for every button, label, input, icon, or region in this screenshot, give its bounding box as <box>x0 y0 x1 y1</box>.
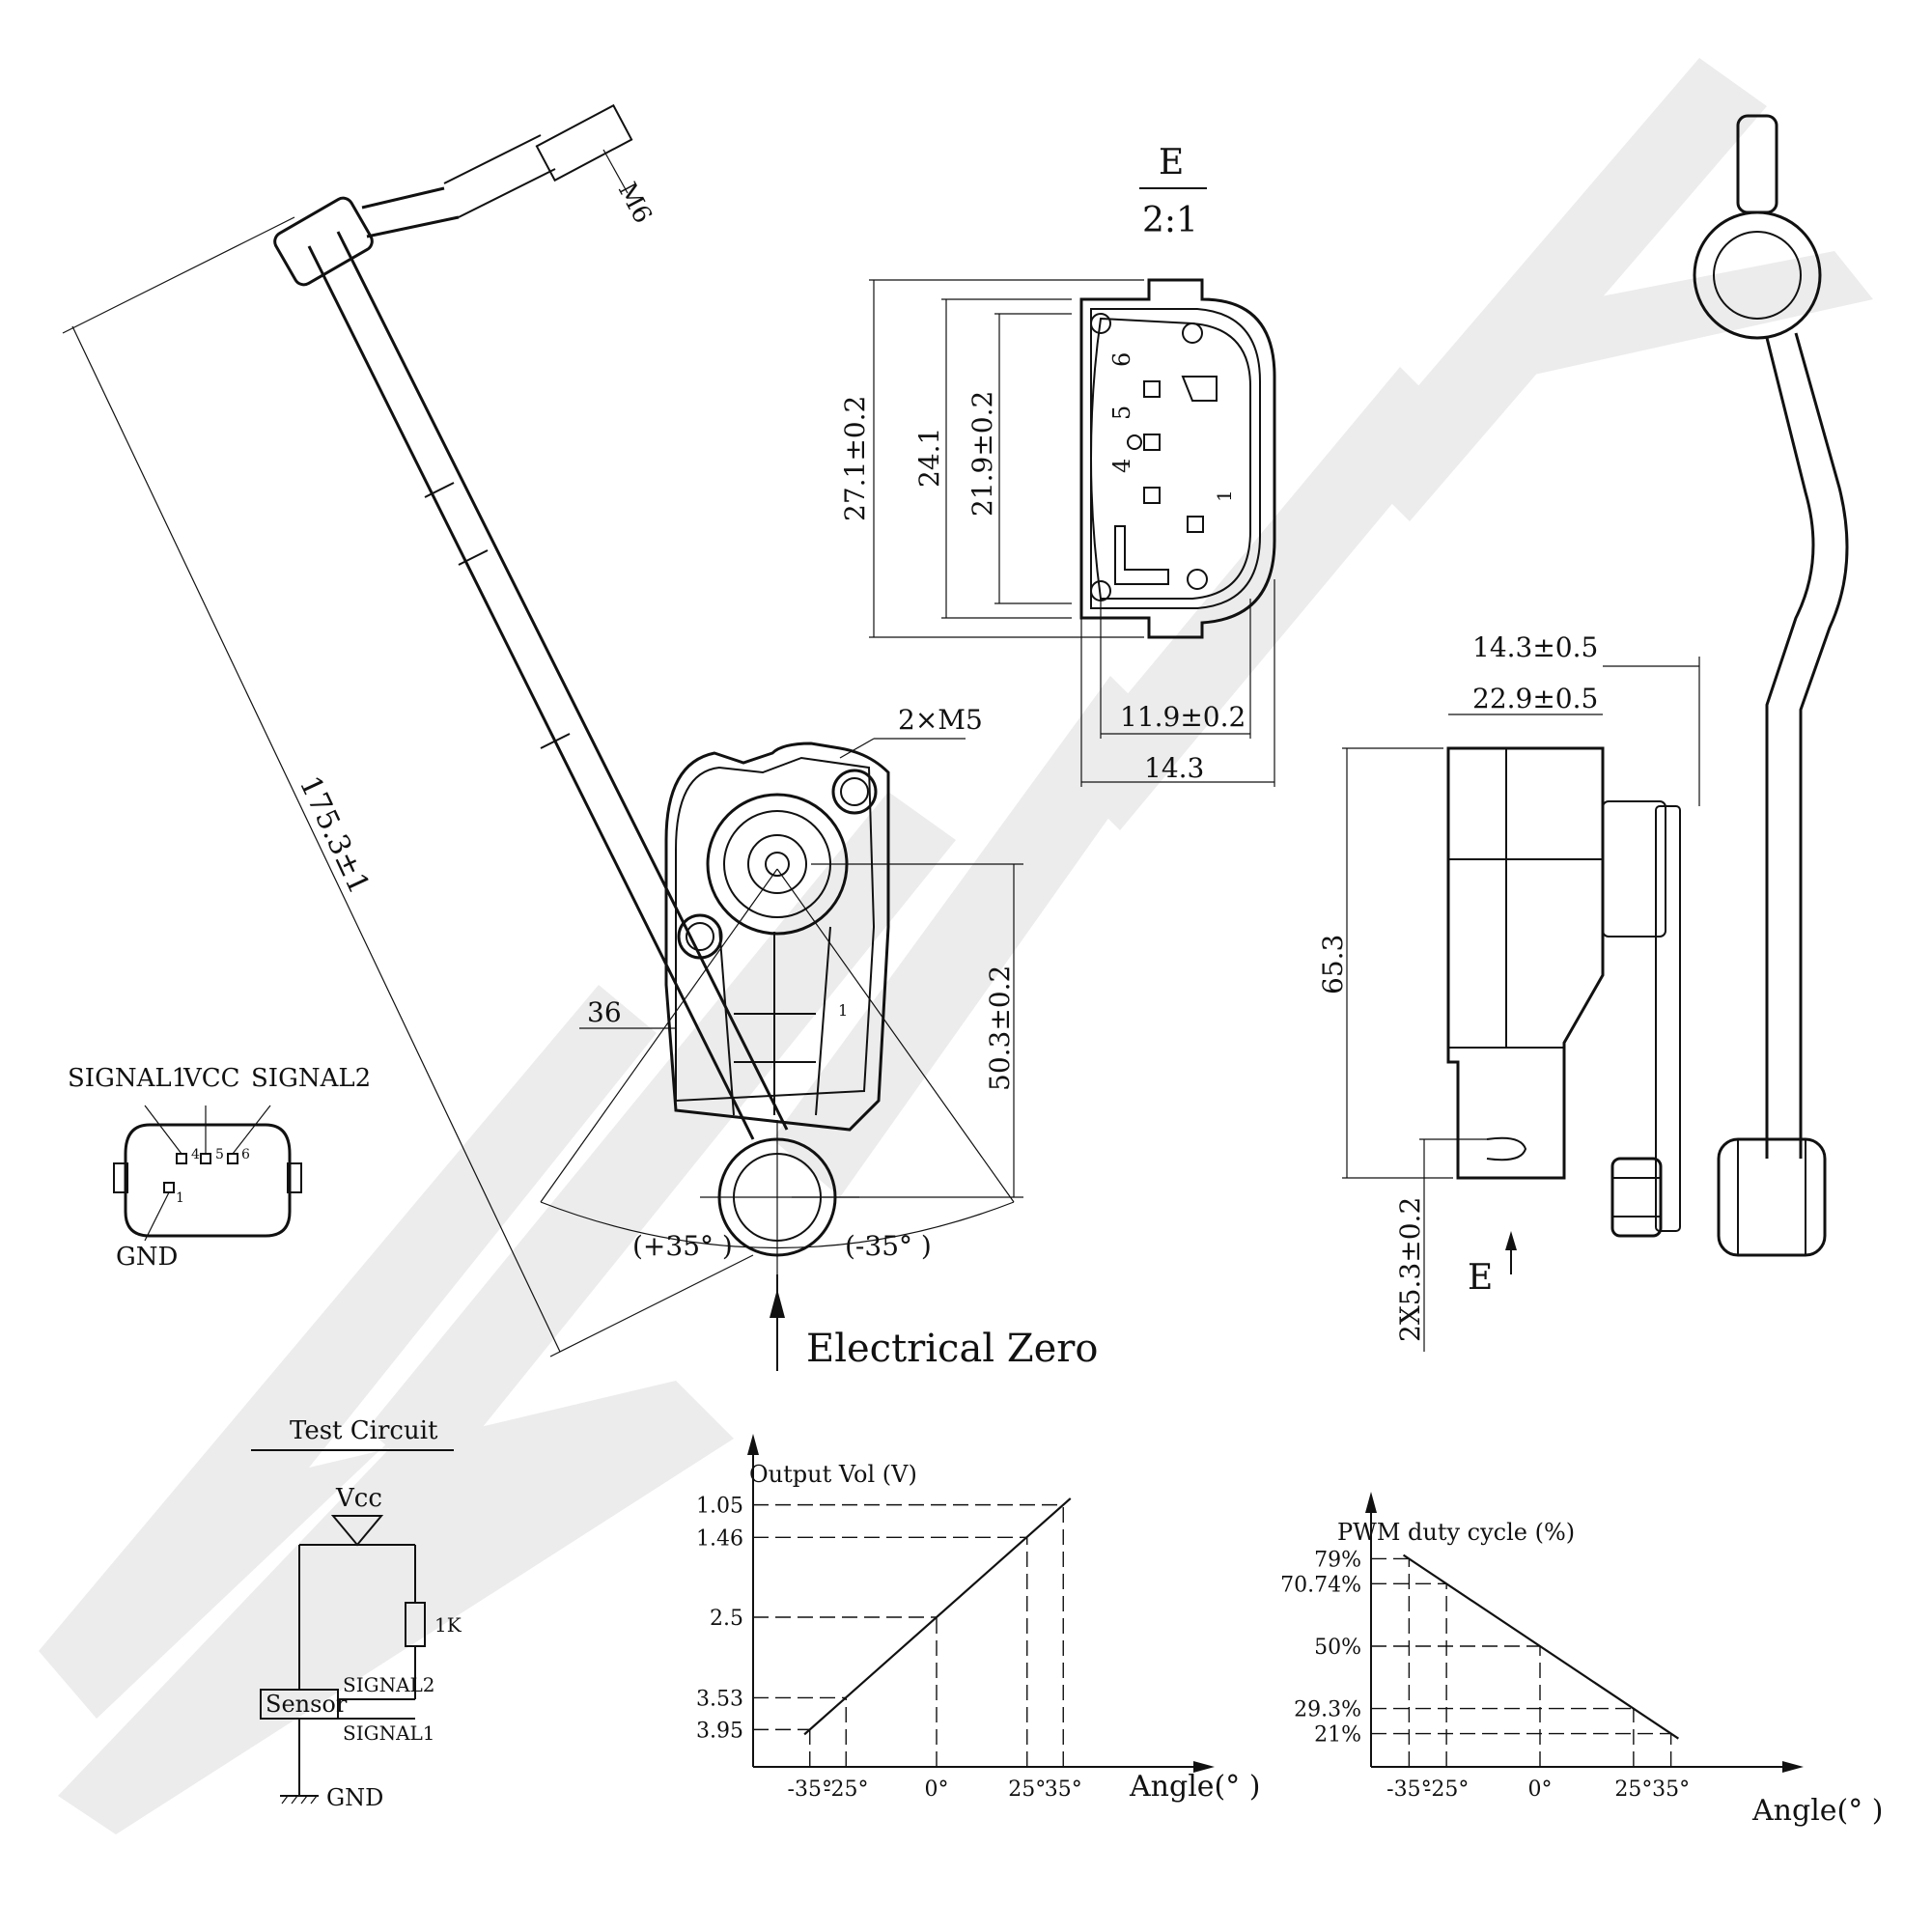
y-tick-label: 2.5 <box>710 1607 743 1631</box>
vcc-label: VCC <box>182 1064 240 1093</box>
x-tick-label: -25° <box>1424 1777 1469 1802</box>
detail-pin-1: 1 <box>1213 490 1236 502</box>
gnd-label: GND <box>116 1243 178 1272</box>
x-axis-label: Angle(° ) <box>1129 1770 1260 1804</box>
pin-1: 1 <box>176 1190 184 1206</box>
watermark <box>39 58 1873 1834</box>
detail-pin-4: 4 <box>1108 459 1135 473</box>
detail-pin-5: 5 <box>1108 406 1135 420</box>
arm-pin-1: 1 <box>838 1001 848 1020</box>
x-tick-label: 0° <box>925 1777 949 1802</box>
y-tick-label: 50% <box>1314 1636 1361 1660</box>
test-vcc-label: Vcc <box>335 1484 382 1513</box>
detail-e: E 2:1 6 5 4 1 27.1±0.2 24.1 21.9±0.2 <box>839 143 1276 787</box>
sensor-arm: M6 <box>273 103 789 1140</box>
screw-label: 2×M5 <box>898 704 983 736</box>
side-view-label: E <box>1468 1258 1493 1298</box>
series-line <box>803 1497 1072 1736</box>
y-tick-label: 79% <box>1314 1548 1361 1572</box>
side-w2: 22.9±0.5 <box>1472 683 1598 714</box>
y-axis-arrow <box>1365 1492 1377 1513</box>
y-tick-label: 29.3% <box>1294 1698 1361 1722</box>
sensor-body-front: 1 <box>664 742 890 1274</box>
test-circuit-title: Test Circuit <box>290 1416 438 1445</box>
pivot-height-label: 50.3±0.2 <box>984 966 1016 1091</box>
y-tick-label: 1.05 <box>696 1495 743 1519</box>
pin-4: 4 <box>191 1147 200 1162</box>
x-tick-label: -35° <box>1386 1777 1431 1802</box>
test-circuit: Test Circuit Vcc 1K Sensor SIGNAL2 SIGNA… <box>251 1416 462 1811</box>
series-line <box>1402 1553 1679 1740</box>
y-axis-label: PWM duty cycle (%) <box>1337 1519 1575 1546</box>
test-signal1-label: SIGNAL1 <box>343 1721 435 1745</box>
offset-label: 36 <box>587 996 622 1028</box>
connector-pinout: 4 5 6 1 SIGNAL1 VCC SIGNAL2 GND <box>68 1064 371 1272</box>
m6-label: M6 <box>612 178 658 228</box>
detail-pin-6: 6 <box>1108 352 1135 367</box>
angle-neg-label: (-35° ) <box>845 1230 932 1262</box>
side-w1: 14.3±0.5 <box>1472 631 1598 663</box>
signal1-label: SIGNAL1 <box>68 1064 187 1093</box>
y-tick-label: 1.46 <box>696 1526 743 1551</box>
detail-h-inner: 21.9±0.2 <box>966 391 998 517</box>
x-axis-arrow <box>1193 1761 1215 1773</box>
chart-1: -35° 3.95 -25° 3.53 0° 2.5 25° 1.46 35° 1.05Outpu… <box>696 1434 1260 1804</box>
x-tick-label: -35° <box>788 1777 832 1802</box>
y-tick-label: 3.95 <box>696 1719 743 1743</box>
y-tick-label: 21% <box>1314 1723 1361 1748</box>
electrical-zero-label: Electrical Zero <box>806 1327 1098 1371</box>
x-tick-label: 35° <box>1045 1777 1082 1802</box>
x-tick-label: 0° <box>1528 1777 1553 1802</box>
detail-h-outer: 27.1±0.2 <box>839 396 871 521</box>
angle-pos-label: (+35° ) <box>632 1230 733 1262</box>
side-height: 65.3 <box>1317 935 1349 994</box>
side-holes: 2X5.3±0.2 <box>1394 1197 1426 1342</box>
detail-w-outer: 14.3 <box>1144 752 1204 784</box>
x-tick-label: -25° <box>824 1777 868 1802</box>
pin-6: 6 <box>241 1147 250 1162</box>
detail-e-scale: 2:1 <box>1142 201 1198 240</box>
side-view: 14.3±0.5 22.9±0.5 65.3 2X5.3±0.2 E <box>1317 114 1849 1352</box>
detail-e-label: E <box>1159 143 1184 182</box>
x-tick-label: 25° <box>1008 1777 1046 1802</box>
sensor-label: Sensor <box>266 1691 348 1718</box>
x-axis-label: Angle(° ) <box>1751 1794 1883 1828</box>
x-tick-label: 25° <box>1614 1777 1652 1802</box>
pin-5: 5 <box>215 1147 224 1162</box>
length-label: 175.3±1 <box>293 771 377 900</box>
y-axis-arrow <box>747 1434 759 1455</box>
front-dimensions: 2×M5 50.3±0.2 36 (+35° ) (-35° ) Electri… <box>540 704 1098 1371</box>
signal2-label: SIGNAL2 <box>251 1064 371 1093</box>
x-axis-arrow <box>1782 1761 1804 1773</box>
resistor-label: 1K <box>434 1613 462 1637</box>
test-signal2-label: SIGNAL2 <box>343 1673 435 1696</box>
x-tick-label: 35° <box>1652 1777 1690 1802</box>
detail-h-mid: 24.1 <box>913 428 945 488</box>
detail-w-inner: 11.9±0.2 <box>1120 701 1246 733</box>
y-tick-label: 3.53 <box>696 1687 743 1711</box>
y-tick-label: 70.74% <box>1280 1573 1361 1597</box>
charts: -35° 3.95 -25° 3.53 0° 2.5 25° 1.46 35° 1.05Outpu… <box>696 1434 1883 1828</box>
test-gnd-label: GND <box>326 1784 383 1811</box>
chart-2: -35° 79% -25° 70.74% 0° 50% 25° 29.3% 35° 21% PWM … <box>1280 1492 1883 1828</box>
y-axis-label: Output Vol (V) <box>749 1461 917 1488</box>
